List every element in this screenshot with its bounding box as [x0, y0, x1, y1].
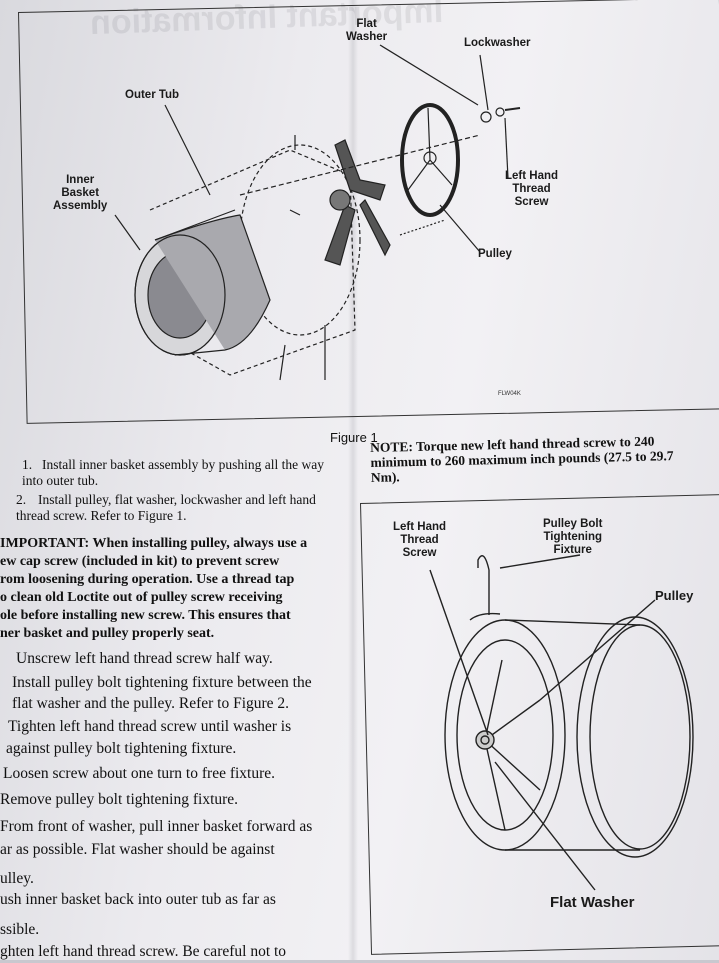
- step-1-text: Install inner basket assembly by pushing…: [22, 457, 324, 488]
- figure-2-frame: [360, 493, 719, 955]
- important-line: rom loosening during operation. Use a th…: [0, 572, 295, 587]
- label-flat-washer-fig2: Flat Washer: [550, 894, 635, 911]
- torque-note: NOTE: Torque new left hand thread screw …: [370, 433, 674, 485]
- label-pulley: Pulley: [478, 248, 512, 260]
- page-fold: [348, 0, 358, 960]
- step-2-text: Install pulley, flat washer, lockwasher …: [16, 492, 316, 523]
- step-line: ghten left hand thread screw. Be careful…: [0, 943, 287, 960]
- step-line: flat washer and the pulley. Refer to Fig…: [12, 695, 290, 712]
- label-pulley-fig2: Pulley: [655, 588, 694, 603]
- step-1-number: 1.: [22, 457, 33, 472]
- important-line: ner basket and pulley properly seat.: [0, 626, 215, 641]
- step-line: From front of washer, pull inner basket …: [0, 818, 313, 835]
- important-line: ew cap screw (included in kit) to preven…: [0, 554, 280, 569]
- step-line: ush inner basket back into outer tub as …: [0, 891, 276, 908]
- label-flat-washer: Flat Washer: [346, 18, 388, 43]
- step-line: Unscrew left hand thread screw half way.: [16, 650, 273, 667]
- important-line: ole before installing new screw. This en…: [0, 608, 291, 623]
- important-line: o clean old Loctite out of pulley screw …: [0, 590, 283, 605]
- important-line: IMPORTANT: When installing pulley, alway…: [0, 536, 308, 551]
- step-line: ar as possible. Flat washer should be ag…: [0, 841, 275, 858]
- label-inner-basket-assembly: Inner Basket Assembly: [53, 174, 108, 212]
- label-outer-tub: Outer Tub: [125, 89, 180, 101]
- step-line: Remove pulley bolt tightening fixture.: [0, 791, 239, 808]
- figure-1-code: FLW04K: [498, 391, 521, 397]
- step-2: 2.Install pulley, flat washer, lockwashe…: [16, 492, 346, 524]
- figure-1-caption: Figure 1: [330, 430, 378, 445]
- label-left-hand-thread-screw-fig2: Left Hand Thread Screw: [393, 521, 447, 559]
- step-line: ulley.: [0, 870, 34, 887]
- step-line: Tighten left hand thread screw until was…: [8, 718, 292, 735]
- important-notice: IMPORTANT: When installing pulley, alway…: [0, 535, 345, 643]
- label-left-hand-thread-screw: Left Hand Thread Screw: [505, 170, 559, 208]
- step-line: Loosen screw about one turn to free fixt…: [3, 765, 276, 782]
- step-line: ssible.: [0, 921, 40, 938]
- step-line: against pulley bolt tightening fixture.: [6, 740, 237, 757]
- step-line: Install pulley bolt tightening fixture b…: [12, 674, 312, 691]
- step-1: 1.Install inner basket assembly by pushi…: [22, 457, 342, 489]
- label-lockwasher: Lockwasher: [464, 37, 531, 49]
- label-pulley-bolt-tightening-fixture: Pulley Bolt Tightening Fixture: [543, 518, 603, 556]
- step-2-number: 2.: [16, 492, 27, 507]
